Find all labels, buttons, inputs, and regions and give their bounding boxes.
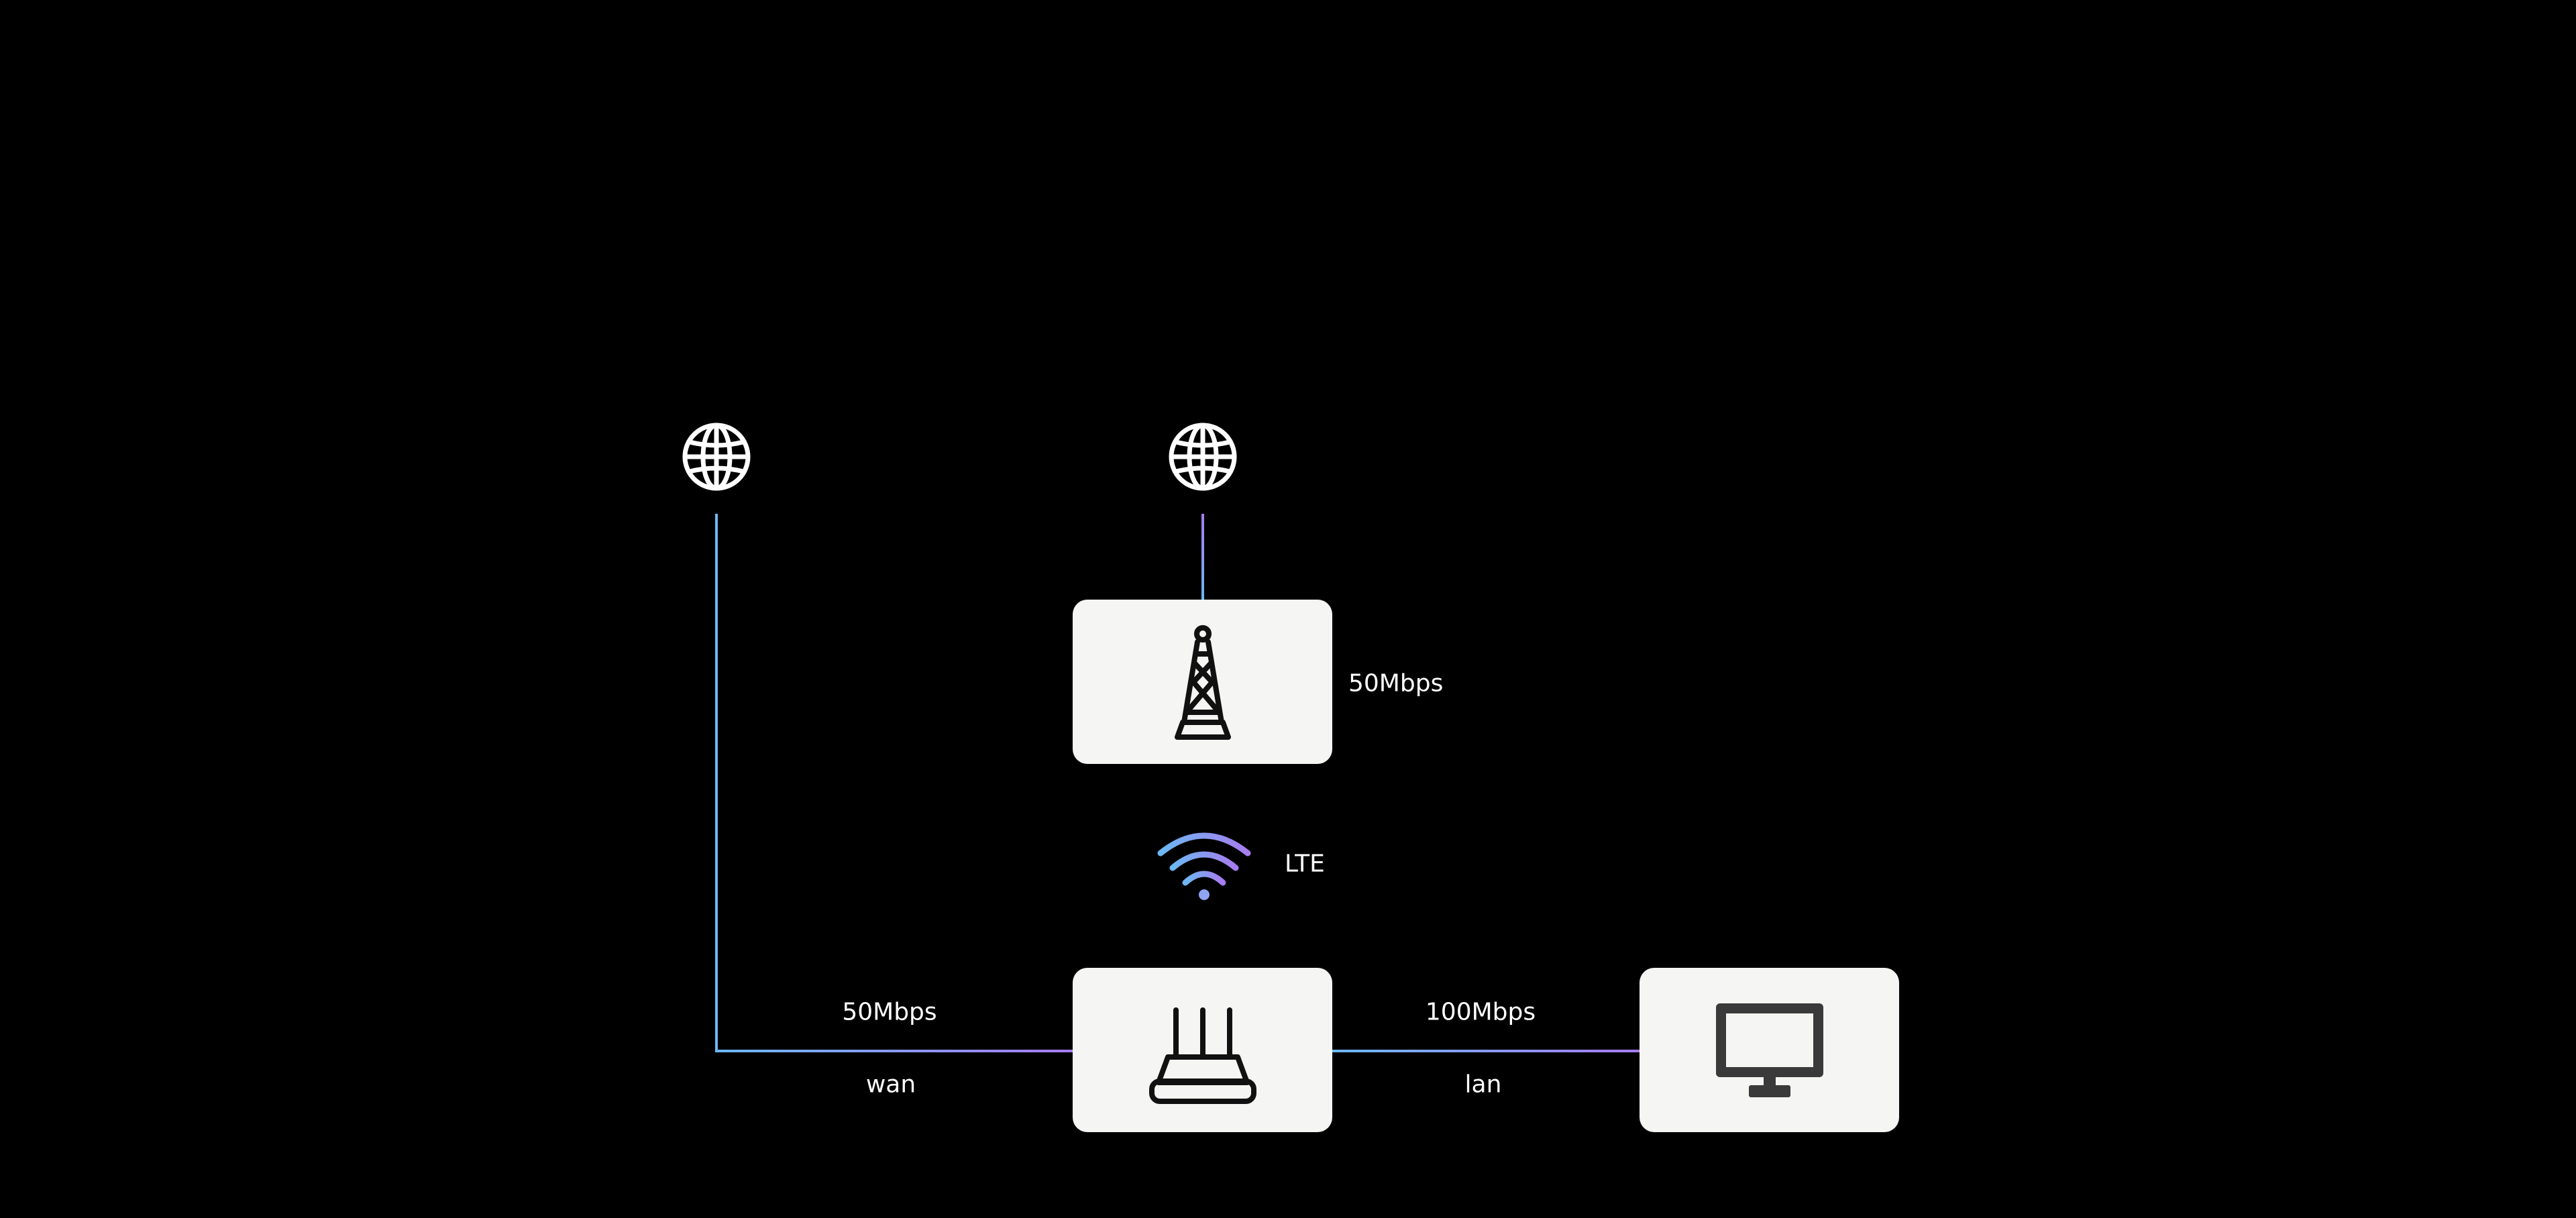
monitor-node[interactable] xyxy=(1640,968,1899,1132)
wireless-label: LTE xyxy=(1285,850,1325,878)
wan-line-horizontal xyxy=(715,1050,1073,1052)
globe-icon xyxy=(1169,423,1237,491)
lte-uplink-line xyxy=(1201,514,1204,600)
router-icon xyxy=(1148,1007,1256,1104)
wan-speed-label: 50Mbps xyxy=(842,998,937,1026)
wifi-icon xyxy=(1157,832,1251,900)
lte-speed-label: 50Mbps xyxy=(1348,669,1444,698)
monitor-icon xyxy=(1715,1003,1823,1097)
lan-label: lan xyxy=(1464,1070,1502,1099)
cell-tower-node[interactable] xyxy=(1073,600,1332,764)
lan-line xyxy=(1332,1050,1640,1052)
router-node[interactable] xyxy=(1073,968,1332,1132)
lan-speed-label: 100Mbps xyxy=(1425,998,1536,1026)
wan-label: wan xyxy=(865,1070,916,1099)
globe-icon xyxy=(682,423,751,491)
cell-tower-icon xyxy=(1174,624,1231,740)
